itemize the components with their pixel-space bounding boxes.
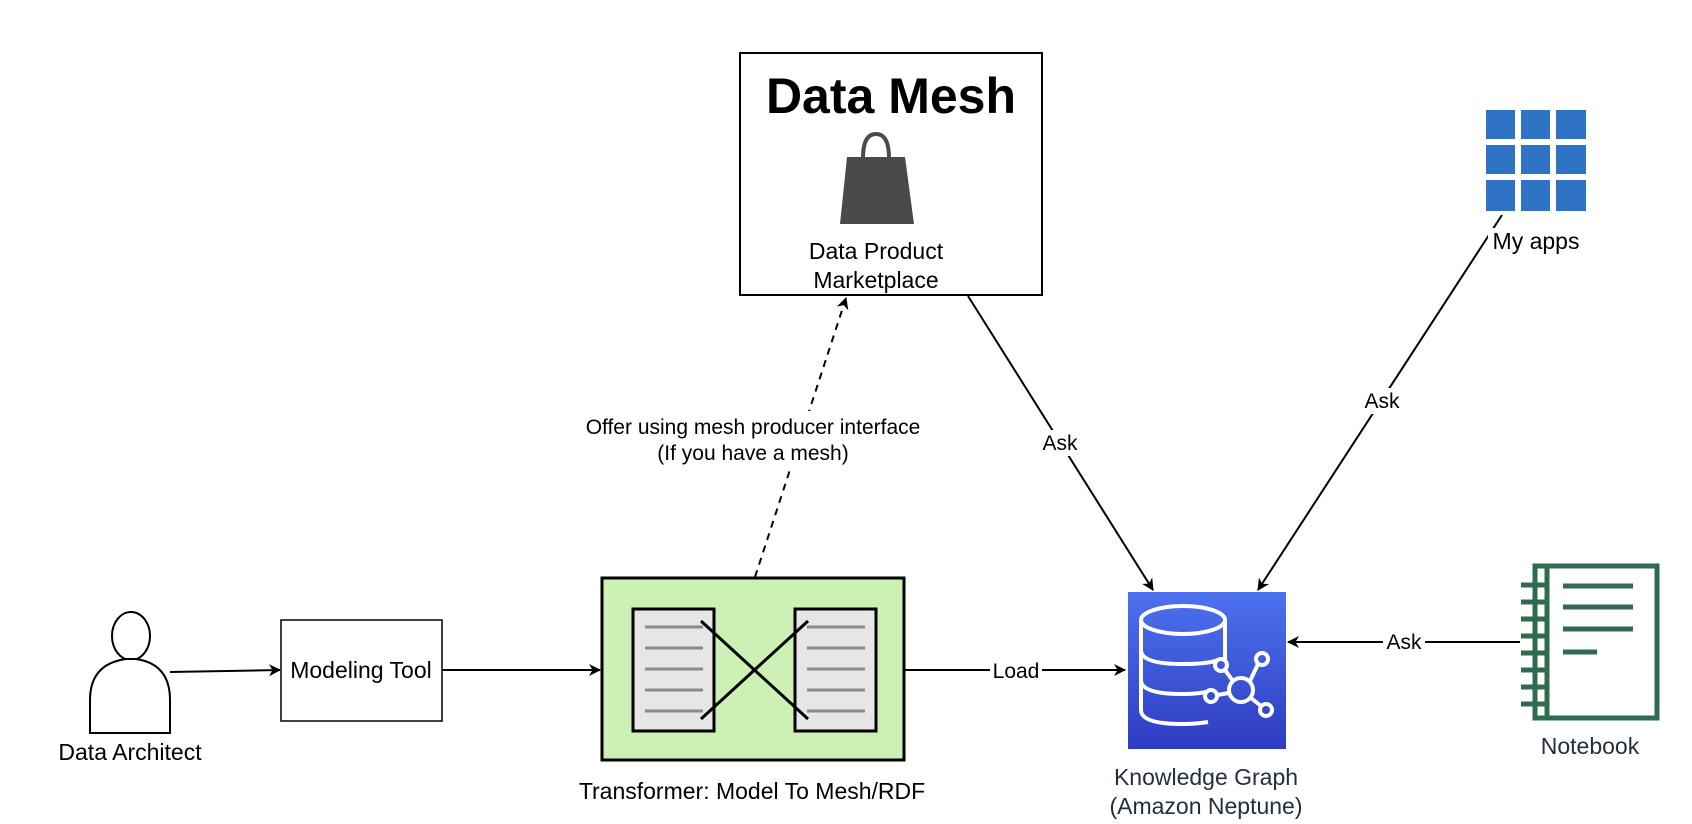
ask-mesh-label: Ask (1042, 432, 1078, 455)
neptune-database-icon (1139, 604, 1274, 727)
ask-notebook-label: Ask (1386, 631, 1422, 654)
my-apps-node: My apps (1486, 110, 1586, 256)
knowledge-graph-label-line1: Knowledge Graph (1114, 764, 1298, 790)
marketplace-label-line1: Data Product (809, 238, 944, 264)
user-icon (89, 611, 171, 734)
data-architect-node: Data Architect (58, 611, 202, 765)
transformer-label: Transformer: Model To Mesh/RDF (579, 778, 925, 804)
my-apps-label: My apps (1493, 228, 1580, 254)
shopping-bag-icon (840, 131, 914, 224)
edge-label-ask-apps: Ask (1361, 388, 1403, 414)
knowledge-graph-label-line2: (Amazon Neptune) (1109, 793, 1302, 819)
offer-label-line1: Offer using mesh producer interface (586, 416, 921, 439)
data-mesh-node: Data Mesh Data Product Marketplace (739, 52, 1043, 296)
offer-label-line2: (If you have a mesh) (657, 442, 848, 465)
edge-label-ask-notebook: Ask (1383, 629, 1425, 655)
edge-label-ask-mesh: Ask (1039, 430, 1081, 456)
load-label: Load (993, 660, 1040, 683)
marketplace-label-line2: Marketplace (813, 267, 938, 293)
data-mesh-title: Data Mesh (766, 68, 1016, 124)
notebook-node: Notebook (1521, 563, 1660, 759)
edge-label-offer: Offer using mesh producer interface (If … (575, 411, 931, 469)
transform-documents-icon (631, 607, 878, 733)
modeling-tool-node: Modeling Tool (280, 619, 443, 722)
data-architect-label: Data Architect (58, 739, 202, 765)
notebook-icon (1521, 563, 1660, 721)
notebook-label: Notebook (1541, 733, 1640, 759)
modeling-tool-label: Modeling Tool (290, 657, 432, 683)
transformer-node: Transformer: Model To Mesh/RDF (579, 576, 925, 804)
edge-architect-to-modeling (169, 664, 281, 677)
edge-label-load: Load (990, 657, 1042, 683)
grid-apps-icon (1486, 110, 1586, 211)
ask-apps-label: Ask (1364, 390, 1400, 413)
knowledge-graph-node: Knowledge Graph (Amazon Neptune) (1109, 592, 1303, 819)
